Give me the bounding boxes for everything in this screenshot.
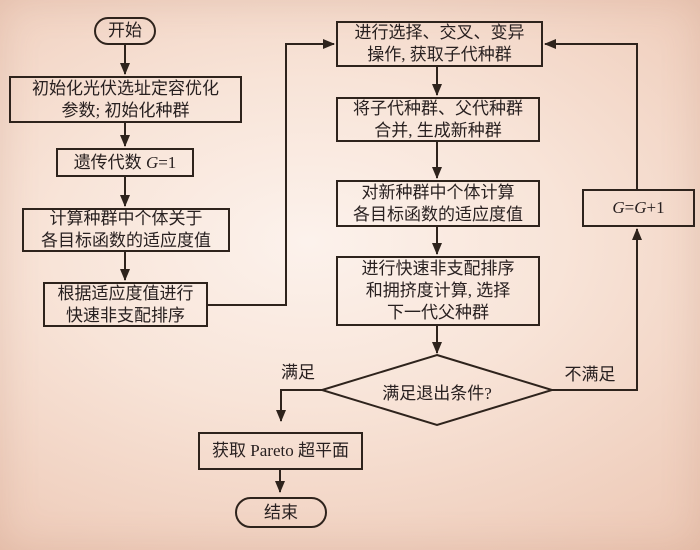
start-label: 开始 bbox=[108, 21, 142, 40]
increment-generation-label: G=G+1 bbox=[612, 198, 665, 217]
generation-counter-box: 遗传代数 G=1 bbox=[56, 148, 194, 177]
init-params-label: 初始化光伏选址定容优化 参数; 初始化种群 bbox=[32, 78, 219, 120]
arrow-sort-to-select bbox=[208, 39, 335, 306]
arrow-decision-to-pareto bbox=[276, 389, 322, 422]
end-terminator: 结束 bbox=[235, 497, 327, 528]
fitness-calc-label: 计算种群中个体关于 各目标函数的适应度值 bbox=[41, 209, 211, 250]
new-population-fitness-label: 对新种群中个体计算 各目标函数的适应度值 bbox=[353, 182, 523, 224]
arrow-decision-to-increment bbox=[552, 228, 642, 391]
generation-counter-label: 遗传代数 G=1 bbox=[73, 152, 177, 172]
pareto-surface-box: 获取 Pareto 超平面 bbox=[198, 432, 363, 470]
selection-crossover-mutation-label: 进行选择、交叉、变异 操作, 获取子代种群 bbox=[354, 23, 525, 64]
nondominated-sort-box: 根据适应度值进行 快速非支配排序 bbox=[43, 282, 208, 327]
decision-condition-label: 满足退出条件? bbox=[382, 384, 492, 403]
fitness-calc-box: 计算种群中个体关于 各目标函数的适应度值 bbox=[22, 208, 230, 252]
nondominated-sort-label: 根据适应度值进行 快速非支配排序 bbox=[57, 283, 194, 325]
new-population-fitness-box: 对新种群中个体计算 各目标函数的适应度值 bbox=[336, 180, 540, 227]
init-params-box: 初始化光伏选址定容优化 参数; 初始化种群 bbox=[9, 76, 242, 123]
pareto-surface-label: 获取 Pareto 超平面 bbox=[212, 441, 349, 460]
decision-diamond bbox=[318, 353, 556, 427]
increment-generation-box: G=G+1 bbox=[582, 189, 695, 227]
selection-crossover-mutation-box: 进行选择、交叉、变异 操作, 获取子代种群 bbox=[336, 21, 543, 67]
sort-crowding-select-label: 进行快速非支配排序 和拥挤度计算, 选择 下一代父种群 bbox=[361, 259, 515, 322]
sort-crowding-select-box: 进行快速非支配排序 和拥挤度计算, 选择 下一代父种群 bbox=[336, 256, 540, 326]
edge-label-not-satisfied: 不满足 bbox=[564, 365, 616, 384]
merge-populations-label: 将子代种群、父代种群 合并, 生成新种群 bbox=[353, 98, 523, 140]
arrow-increment-to-select bbox=[544, 39, 638, 189]
start-terminator: 开始 bbox=[94, 17, 156, 45]
end-label: 结束 bbox=[264, 502, 298, 522]
edge-label-satisfied: 满足 bbox=[281, 363, 315, 382]
merge-populations-box: 将子代种群、父代种群 合并, 生成新种群 bbox=[336, 97, 540, 142]
